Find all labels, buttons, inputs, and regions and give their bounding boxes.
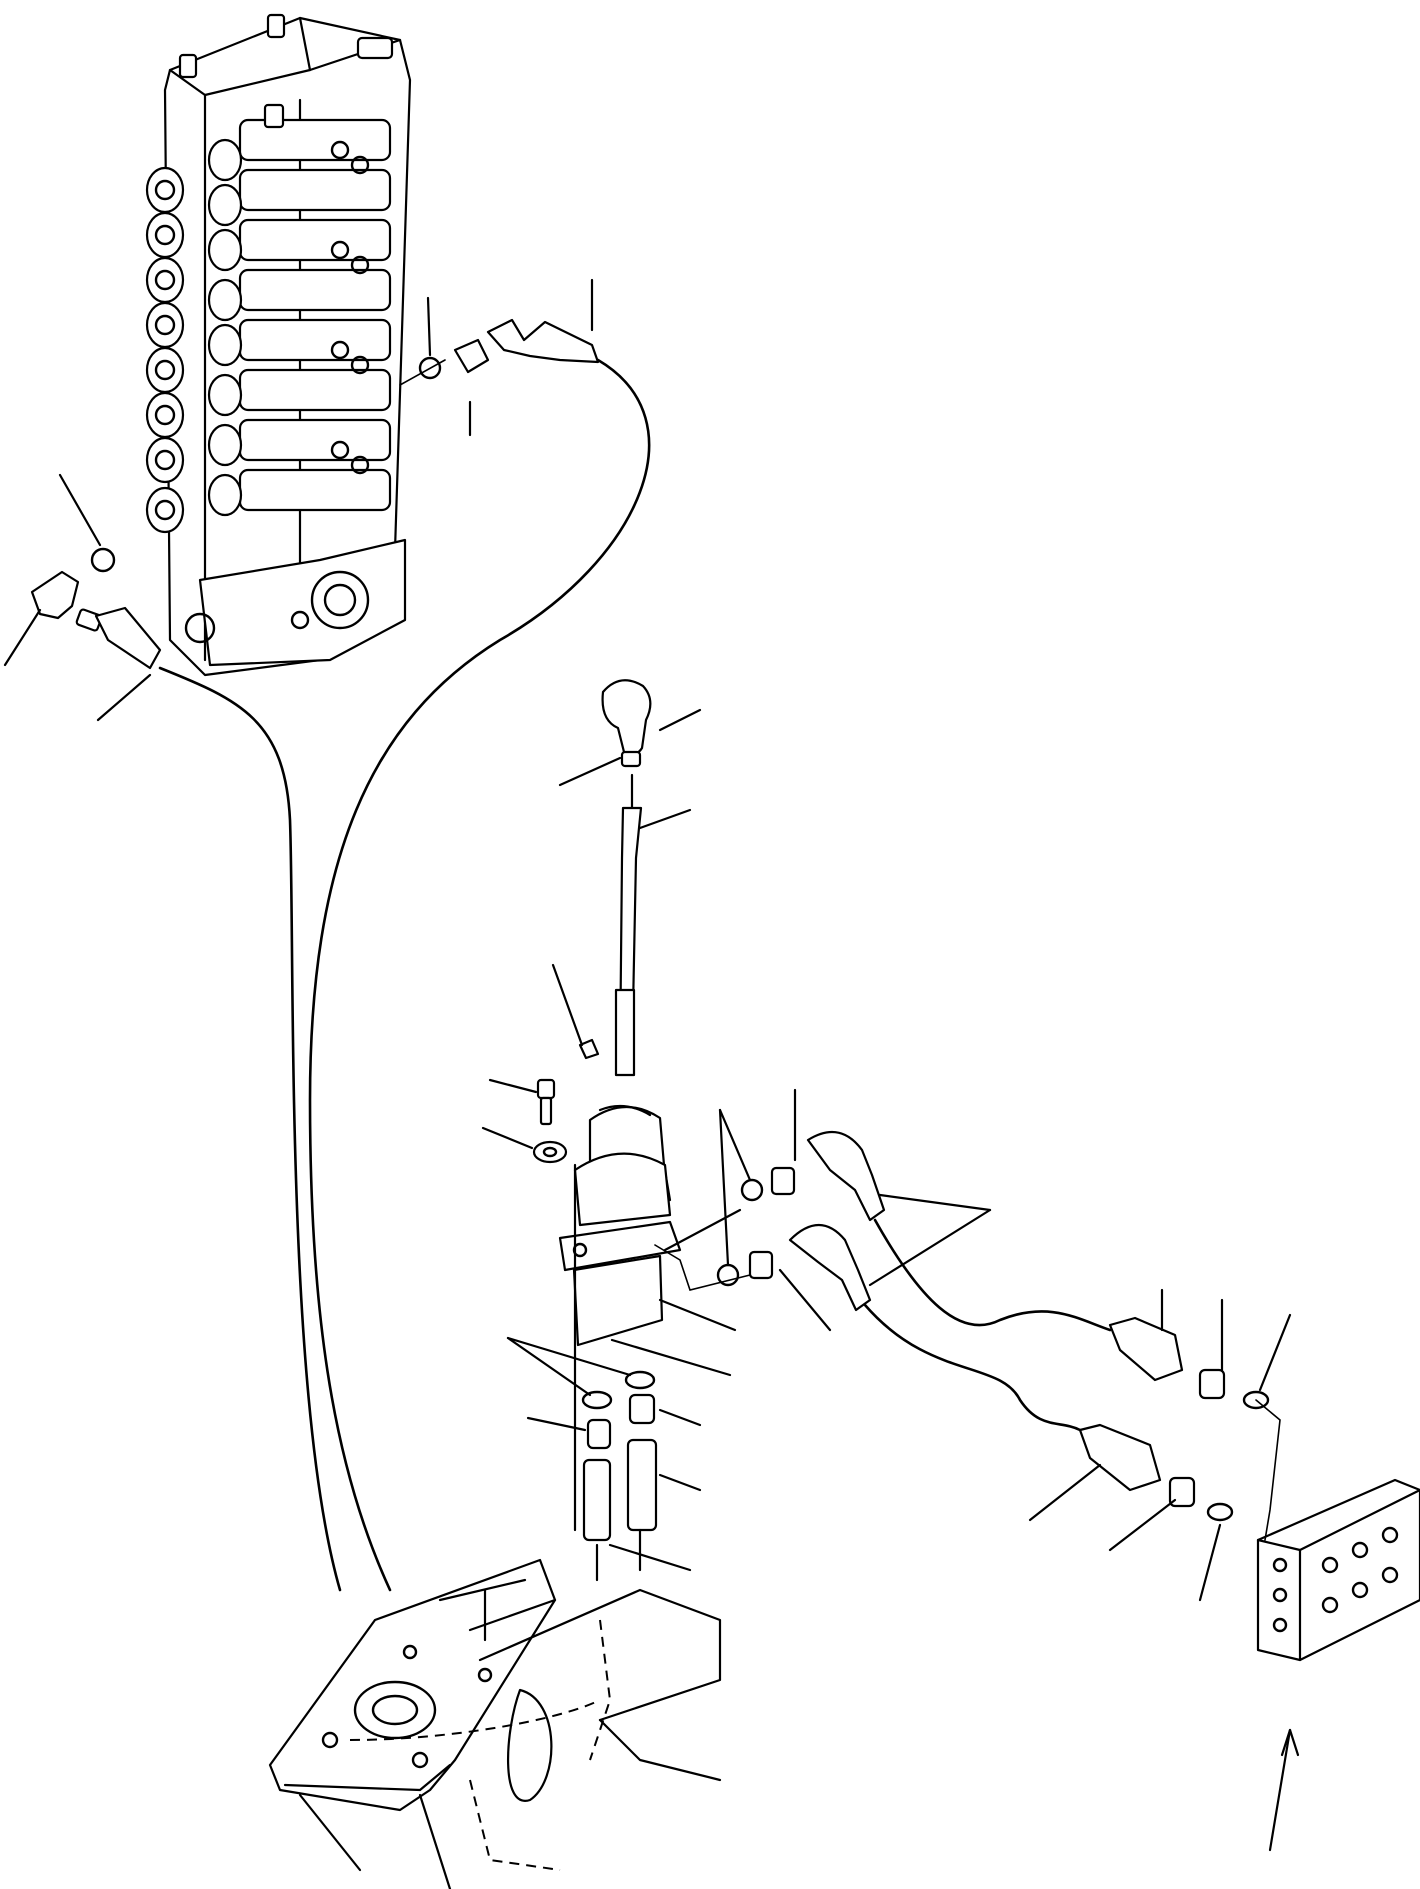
valve-top-bolts xyxy=(178,13,394,129)
joystick-valve-body xyxy=(558,1104,742,1532)
pilot-hoses xyxy=(158,358,651,1592)
lower-pilot-hoses xyxy=(863,1218,1112,1432)
joystick-lower-fittings xyxy=(506,1336,702,1582)
right-side-fittings xyxy=(1028,1288,1292,1602)
control-valve-stack xyxy=(145,13,412,677)
manifold-block xyxy=(1255,1399,1420,1852)
valve-base xyxy=(184,538,407,667)
joystick-right-fittings xyxy=(654,1088,992,1332)
screw-and-washer xyxy=(481,1078,568,1164)
valve-ports-left xyxy=(145,138,243,534)
control-lever xyxy=(551,679,702,1077)
lever-bracket-base xyxy=(268,1558,722,1889)
upper-hose-fitting xyxy=(399,278,600,437)
left-elbow-fitting xyxy=(3,473,162,722)
valve-side-circles xyxy=(330,140,370,475)
